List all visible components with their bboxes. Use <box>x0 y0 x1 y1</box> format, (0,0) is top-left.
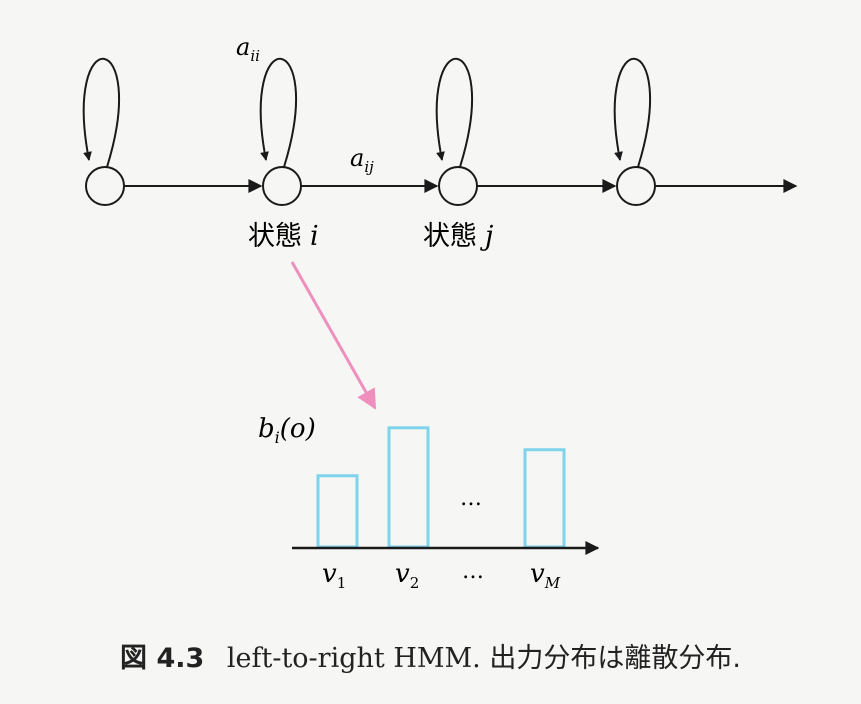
state-node-i <box>262 166 302 206</box>
self-loop-1 <box>82 57 121 168</box>
symbol-vM: vM <box>530 559 561 592</box>
bar-ellipsis: … <box>460 486 482 511</box>
self-loop-j <box>435 57 474 168</box>
figure-title: left-to-right HMM. <box>226 643 481 674</box>
bar-v1 <box>316 474 359 549</box>
state-node-1 <box>85 166 125 206</box>
symbol-v2: v2 <box>395 559 419 592</box>
figure-note: 出力分布は離散分布. <box>489 643 741 674</box>
bar-vM <box>523 448 566 549</box>
transition-label: aij <box>350 144 374 176</box>
self-transition-label: aii <box>236 33 260 65</box>
figure-caption: 図 4.3 left-to-right HMM. 出力分布は離散分布. <box>0 636 861 675</box>
self-loop-i <box>259 57 298 168</box>
figure-number: 図 4.3 <box>120 643 205 674</box>
state-node-j <box>438 166 478 206</box>
output-pointer-arrow <box>290 261 377 410</box>
self-loop-4 <box>613 57 652 168</box>
output-dist-func: bi(o) <box>258 414 316 447</box>
symbol-v1: v1 <box>322 559 346 592</box>
bar-v2 <box>387 426 430 549</box>
state-node-4 <box>616 166 656 206</box>
output-dist-bars <box>316 426 566 549</box>
axis-ellipsis: … <box>462 559 484 584</box>
